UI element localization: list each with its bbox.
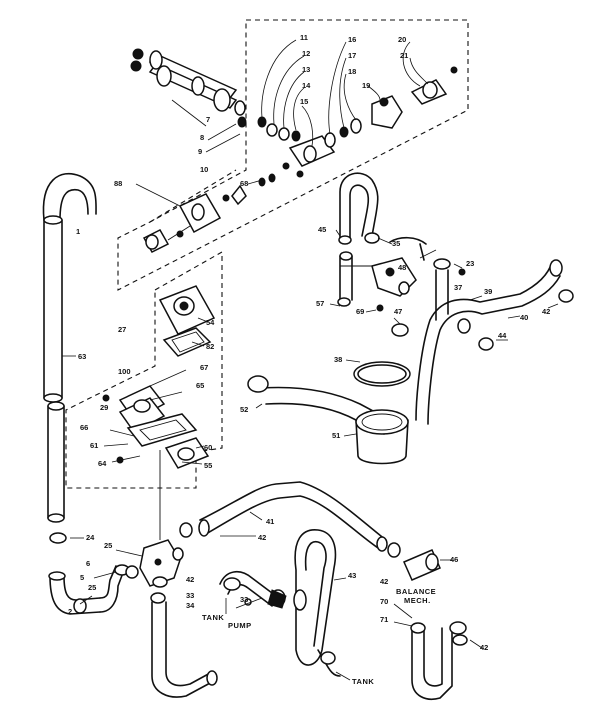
label-42-mid: 42 — [258, 533, 266, 542]
label-27: 27 — [118, 325, 126, 334]
valve-coupling-parts — [257, 39, 458, 178]
label-24: 24 — [86, 533, 95, 542]
upper-assembly-outline — [117, 19, 469, 291]
right-hoses — [247, 172, 574, 465]
shaft-assembly — [130, 48, 247, 153]
label-42-far-right: 42 — [542, 307, 550, 316]
label-40: 40 — [520, 313, 528, 322]
label-82: 82 — [206, 342, 214, 351]
label-37: 37 — [454, 283, 462, 292]
label-14: 14 — [302, 81, 311, 90]
label-39: 39 — [484, 287, 492, 296]
label-60: 60 — [204, 443, 212, 452]
label-25-left: 25 — [88, 583, 96, 592]
label-45: 45 — [318, 225, 326, 234]
diaphragm-assembly-outline — [65, 251, 223, 489]
label-63: 63 — [78, 352, 86, 361]
label-21: 21 — [400, 51, 408, 60]
label-44: 44 — [498, 331, 507, 340]
label-8: 8 — [200, 133, 204, 142]
label-43: 43 — [348, 571, 356, 580]
label-47: 47 — [394, 307, 402, 316]
label-88: 88 — [114, 179, 122, 188]
hose-43-tank — [293, 529, 351, 681]
label-68: 68 — [240, 179, 248, 188]
label-55: 55 — [204, 461, 212, 470]
balance-mech-label-line2: MECH. — [404, 596, 431, 605]
label-64: 64 — [98, 459, 107, 468]
label-7: 7 — [206, 115, 210, 124]
label-20: 20 — [398, 35, 406, 44]
label-46: 46 — [450, 555, 458, 564]
label-11: 11 — [300, 33, 308, 42]
label-42-pump: 42 — [186, 575, 194, 584]
pump-label: PUMP — [228, 621, 252, 630]
label-33-left: 33 — [186, 591, 194, 600]
label-54: 54 — [206, 318, 215, 327]
label-70: 70 — [380, 597, 388, 606]
label-12: 12 — [302, 49, 310, 58]
tank-label-pump: TANK — [202, 613, 224, 622]
label-25-mid: 25 — [104, 541, 112, 550]
label-38-upper: 38 — [334, 355, 342, 364]
balance-mech-hose — [393, 549, 483, 700]
label-61: 61 — [90, 441, 98, 450]
pump-body — [115, 539, 184, 604]
label-42-bottom: 42 — [480, 643, 488, 652]
label-42-right: 42 — [380, 577, 388, 586]
left-hose-lower — [47, 401, 84, 544]
label-57: 57 — [316, 299, 324, 308]
label-71: 71 — [380, 615, 388, 624]
left-hose-63 — [42, 172, 97, 403]
label-33-right: 33 — [240, 595, 248, 604]
label-2: 2 — [68, 607, 72, 616]
label-18: 18 — [348, 67, 356, 76]
annotations: BALANCE MECH. TANK PUMP TANK — [202, 587, 436, 686]
label-5: 5 — [80, 573, 84, 582]
hose-41 — [179, 481, 401, 558]
label-41: 41 — [266, 517, 274, 526]
tank-label-bottom: TANK — [352, 677, 374, 686]
label-19: 19 — [362, 81, 370, 90]
middle-coupling — [135, 173, 276, 253]
label-29: 29 — [100, 403, 108, 412]
label-1: 1 — [76, 227, 80, 236]
label-34: 34 — [186, 601, 195, 610]
pump-hose-lower — [151, 571, 287, 698]
balance-mech-label-line1: BALANCE — [396, 587, 436, 596]
label-48: 48 — [398, 263, 406, 272]
label-17: 17 — [348, 51, 356, 60]
label-16: 16 — [348, 35, 356, 44]
label-100: 100 — [118, 367, 131, 376]
label-51: 51 — [332, 431, 340, 440]
label-35: 35 — [392, 239, 400, 248]
label-10: 10 — [200, 165, 208, 174]
label-69: 69 — [356, 307, 364, 316]
label-13: 13 — [302, 65, 310, 74]
label-67: 67 — [200, 363, 208, 372]
label-66: 66 — [80, 423, 88, 432]
label-15: 15 — [300, 97, 308, 106]
label-9: 9 — [198, 147, 202, 156]
label-6: 6 — [86, 559, 90, 568]
diaphragm-assembly — [102, 285, 216, 540]
left-bottom-elbow — [48, 564, 139, 615]
label-65: 65 — [196, 381, 204, 390]
label-23: 23 — [466, 259, 474, 268]
part-labels: 11 12 13 14 15 16 17 18 19 20 21 7 8 9 1… — [68, 33, 550, 652]
label-52: 52 — [240, 405, 248, 414]
